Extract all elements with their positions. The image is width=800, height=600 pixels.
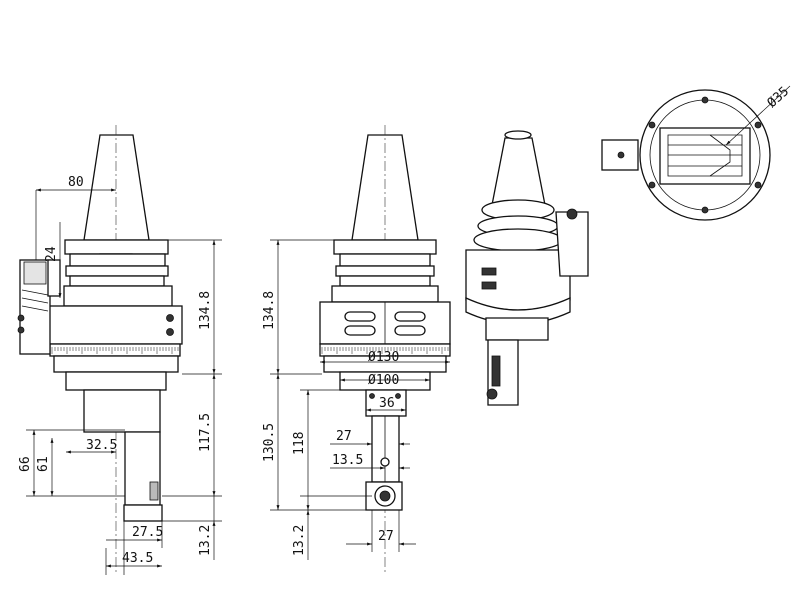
dim-left-27-5: 27.5 [132,525,163,540]
left-collar [64,239,169,255]
dim-mid-27-top: 27 [336,429,352,444]
dim-left-80: 80 [68,175,84,190]
dim-mid-dia-100: Ø100 [368,373,399,388]
dim-left-61: 61 [36,456,51,472]
dim-mid-130-5: 130.5 [262,423,277,462]
dim-left-43-5: 43.5 [122,551,153,566]
isometric-view [465,130,589,406]
dim-mid-134-8: 134.8 [262,291,277,330]
dim-left-66: 66 [18,456,33,472]
dim-left-117-5: 117.5 [198,413,213,452]
left-taper [83,134,150,241]
dim-mid-118: 118 [292,432,307,455]
left-body [47,305,183,345]
dim-left-134-8: 134.8 [198,291,213,330]
dim-mid-36: 36 [379,396,395,411]
dim-left-13-2: 13.2 [198,525,213,556]
dim-left-24: 24 [44,246,59,262]
left-side-view: 80 24 134.8 117.5 66 61 32.5 27.5 43.5 1… [17,125,222,575]
top-view: Ø35 [601,84,792,221]
dim-mid-27-bottom: 27 [378,529,394,544]
dim-left-32-5: 32.5 [86,438,117,453]
left-lower-arm [83,389,161,433]
dim-mid-13-5: 13.5 [332,453,363,468]
middle-front-view: 134.8 Ø130 Ø100 36 130.5 118 27 13.5 27 … [262,125,451,575]
dim-mid-dia-130: Ø130 [368,350,399,365]
dim-mid-13-2: 13.2 [292,525,307,556]
